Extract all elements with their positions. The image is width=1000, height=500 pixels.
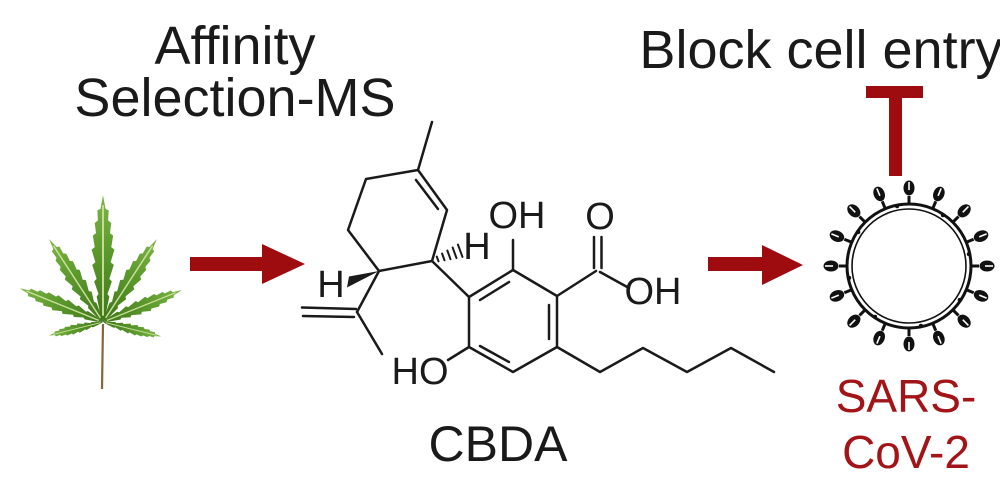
membrane-dots [847, 204, 971, 328]
right-arrow-icon [708, 245, 803, 285]
label-sars-cov-2: SARS- CoV-2 [836, 368, 977, 480]
label-cbda: CBDA [428, 416, 568, 472]
label-method-line2: Selection-MS [74, 68, 396, 128]
carbonyl-double-bond [592, 235, 603, 270]
ring-double-bond [414, 178, 440, 211]
leaf-stem [100, 323, 105, 390]
atom-label-h-right: H [463, 226, 490, 268]
hash-wedge [435, 243, 464, 263]
bridge-bond [430, 259, 471, 299]
label-block-cell-entry: Block cell entry [639, 20, 1000, 80]
methyl-bond [416, 120, 434, 172]
isopropenyl-double-bond [300, 306, 358, 319]
benzene-double-bond-3 [478, 344, 511, 364]
coronavirus-icon [822, 179, 996, 353]
benzene-double-bond-1 [478, 280, 511, 302]
label-affinity-selection-ms: Affinity Selection-MS [74, 16, 396, 128]
label-virus-line2: CoV-2 [842, 426, 970, 478]
label-method-line1: Affinity [154, 16, 316, 76]
label-virus-line1: SARS- [835, 370, 977, 422]
pentyl-chain [555, 345, 776, 374]
cannabis-leaf-icon [15, 194, 186, 390]
carboxyl-oh-bond [598, 270, 631, 290]
atom-label-oh-top: OH [489, 195, 546, 237]
bold-wedge [347, 271, 379, 288]
atom-label-o-carbonyl: O [585, 196, 615, 238]
cyclohexene-ring [346, 168, 449, 273]
atom-label-ho-bottom: HO [392, 351, 449, 393]
right-arrow-icon [190, 244, 305, 284]
phenol-bottom-bond [446, 345, 471, 362]
atom-label-oh-carboxyl: OH [625, 271, 682, 313]
isopropenyl-methyl-bond [355, 310, 384, 356]
isopropenyl-bond [355, 269, 381, 314]
molecule-cbda [300, 120, 776, 374]
inhibition-tbar-icon [866, 86, 923, 176]
carboxyl-bond [555, 269, 598, 298]
atom-label-h-left: H [317, 264, 344, 306]
benzene-ring [467, 268, 559, 374]
